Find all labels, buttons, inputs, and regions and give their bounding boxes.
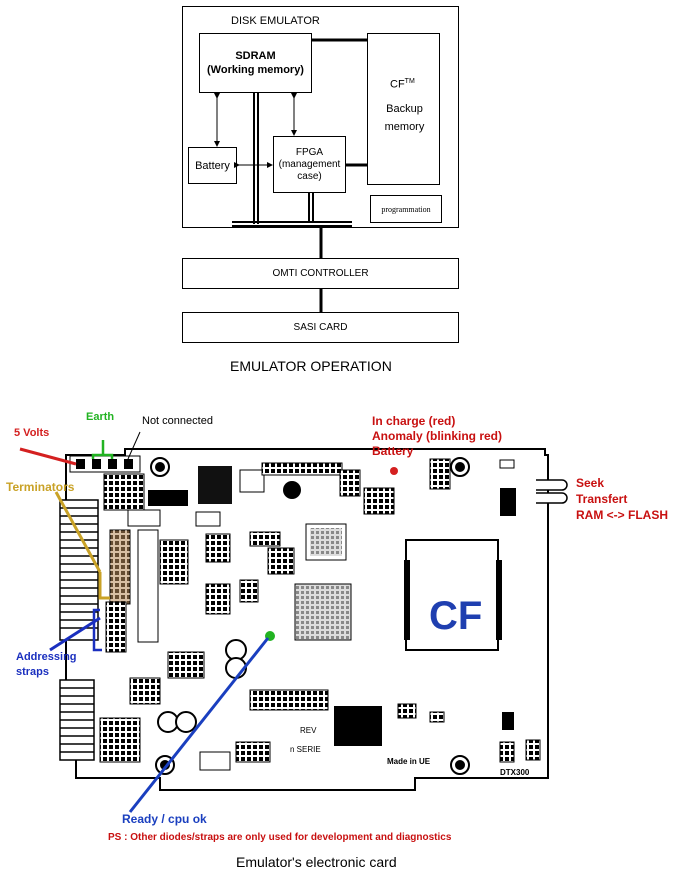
silk-made: Made in UE <box>387 757 431 766</box>
ram-flash-label: RAM <-> FLASH <box>576 508 669 522</box>
sdram-box: SDRAM (Working memory) <box>199 33 312 93</box>
electronic-card-caption: Emulator's electronic card <box>236 854 397 870</box>
ready-cpu-label: Ready / cpu ok <box>122 812 207 826</box>
ps-note: PS : Other diodes/straps are only used f… <box>108 832 452 843</box>
fpga-label: FPGA (management case) <box>278 146 341 182</box>
sdram-label: SDRAM (Working memory) <box>207 50 304 76</box>
cf-card-label: CF <box>429 594 483 638</box>
programmation-label: programmation <box>381 204 431 214</box>
anomaly-label: Anomaly (blinking red) <box>372 429 503 443</box>
edge-connector-top <box>59 499 99 641</box>
battery-status-label: Battery <box>372 444 414 458</box>
sasi-card-box: SASI CARD <box>182 312 459 343</box>
sasi-label: SASI CARD <box>293 322 348 333</box>
cf-subtitle: Backup memory <box>384 103 425 133</box>
cf-title: CFTM <box>390 78 415 91</box>
battery-box: Battery <box>188 147 237 184</box>
addressing-straps-label: Addressing straps <box>16 651 77 678</box>
emulator-operation-caption: EMULATOR OPERATION <box>230 358 392 374</box>
terminators-label: Terminators <box>6 480 75 494</box>
earth-label: Earth <box>86 411 115 423</box>
in-charge-label: In charge (red) <box>372 414 456 428</box>
cf-backup-box: CFTM Backup memory <box>367 33 440 185</box>
silk-serie: n SERIE <box>290 745 321 754</box>
seek-label: Seek <box>576 476 605 490</box>
silk-rev: REV <box>300 726 317 735</box>
silk-model: DTX300 <box>500 768 530 777</box>
five-volts-label: 5 Volts <box>14 427 50 439</box>
disk-emulator-heading: DISK EMULATOR <box>231 15 320 27</box>
omti-label: OMTI CONTROLLER <box>272 268 369 279</box>
omti-controller-box: OMTI CONTROLLER <box>182 258 459 289</box>
fpga-box: FPGA (management case) <box>273 136 346 193</box>
battery-label: Battery <box>195 159 230 172</box>
transfert-label: Transfert <box>576 492 628 506</box>
not-connected-label: Not connected <box>142 415 213 427</box>
programmation-box: programmation <box>370 195 442 223</box>
